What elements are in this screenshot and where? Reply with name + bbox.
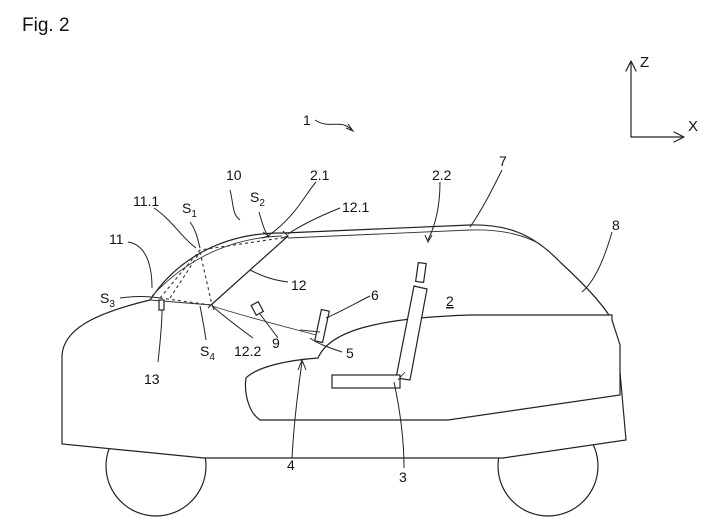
ref-11-1: 11.1 [133,193,159,209]
ref-10: 10 [226,167,242,183]
ref-3: 3 [399,469,407,485]
figure-caption: Fig. 2 [22,15,70,36]
ref-1: 1 [303,112,311,128]
ref-12-2: 12.2 [234,343,261,359]
ref-12: 12 [291,277,307,293]
x-axis-label: X [688,118,698,135]
leader-10 [230,190,240,220]
ref-2-1: 2.1 [310,167,330,183]
seat-cushion [332,375,400,388]
ref-4: 4 [287,457,295,473]
ref-s2: S2 [250,189,265,209]
leader-7 [470,170,502,227]
ref-s3: S3 [100,290,115,310]
ref-2-2: 2.2 [432,167,452,183]
leader-2-1 [268,182,316,236]
ref-11: 11 [109,231,124,247]
ref-8: 8 [612,217,620,233]
ref-13: 13 [144,371,160,387]
ref-5: 5 [346,345,354,361]
ref-12-1: 12.1 [342,199,369,215]
ref-s1: S1 [182,200,197,220]
ref-6: 6 [371,287,379,303]
leader-12-1 [288,208,340,234]
leader-8 [582,232,612,292]
ref-2: 2 [446,293,454,309]
sensor-13 [159,300,164,310]
coordinate-axes: Z X [626,54,698,142]
z-axis-label: Z [640,54,649,71]
ref-7: 7 [499,153,507,169]
leader-11 [128,242,152,288]
ref-9: 9 [272,335,280,351]
